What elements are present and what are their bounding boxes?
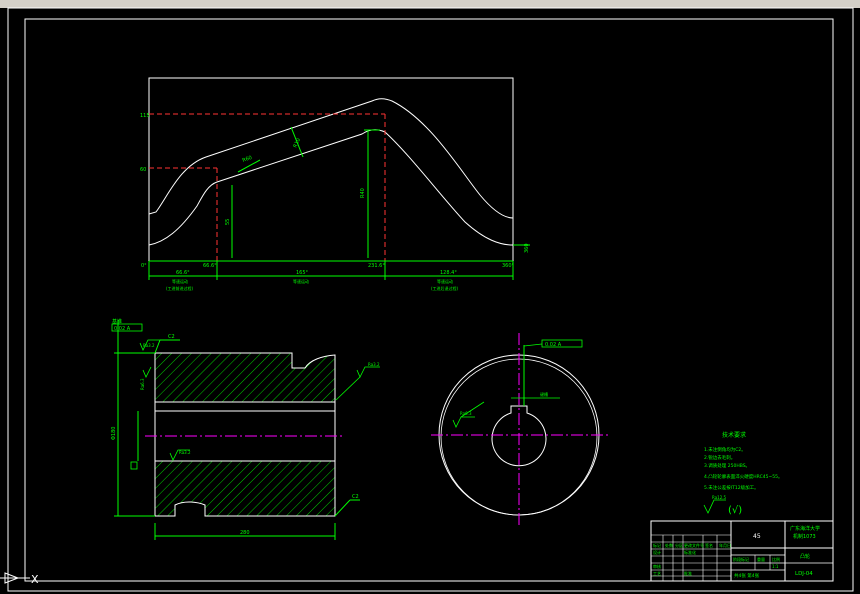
inner-frame bbox=[24, 18, 834, 582]
segment-label-1: 等速运动 bbox=[172, 278, 188, 284]
segment-3: 128.4° bbox=[440, 270, 457, 276]
drawing-no: LDJ-04 bbox=[795, 571, 813, 577]
note-5: 5.未注公差按IT12级加工。 bbox=[704, 484, 759, 491]
lower-body bbox=[154, 460, 336, 517]
segment-2: 165° bbox=[296, 270, 309, 276]
thickness-label: R10 bbox=[292, 137, 302, 148]
end-roughness: Ra6.3 bbox=[460, 411, 472, 416]
svg-text:处数: 处数 bbox=[665, 542, 673, 548]
segment-sub-3: (工进后退过程) bbox=[431, 285, 459, 291]
sheet-info: 共4张 第4张 bbox=[734, 572, 760, 579]
height-dim: Φ180 bbox=[111, 427, 117, 440]
svg-text:年月日: 年月日 bbox=[719, 542, 731, 548]
segment-sub-1: (工进前进过程) bbox=[166, 285, 194, 291]
x-tick-0: 0° bbox=[141, 263, 147, 269]
school: 广东海洋大学 bbox=[790, 525, 820, 532]
segment-label-3: 等速运动 bbox=[437, 278, 453, 284]
x-tick-66: 66.6° bbox=[203, 263, 217, 269]
roughness-symbol-mark bbox=[703, 499, 726, 514]
class: 机制1073 bbox=[793, 533, 816, 540]
outer-frame bbox=[7, 7, 854, 592]
svg-text:标记: 标记 bbox=[653, 542, 661, 548]
x-tick-360: 360° bbox=[502, 263, 515, 269]
segment-label-2: 等速运动 bbox=[293, 278, 309, 284]
svg-text:Ra3.2: Ra3.2 bbox=[368, 362, 380, 367]
end-view: 0.02 A 键槽 Ra6.3 bbox=[431, 333, 609, 528]
note-4: 4.凸轮轮廓表面淬火硬度HRC45~55。 bbox=[704, 473, 782, 480]
profile-lower bbox=[148, 129, 514, 246]
y-tick-60: 60 bbox=[140, 167, 146, 173]
svg-text:比例: 比例 bbox=[772, 556, 780, 562]
profile-upper bbox=[148, 98, 514, 219]
svg-text:重量: 重量 bbox=[757, 556, 765, 562]
lift-left: 55 bbox=[225, 219, 231, 225]
keyway-label: 键槽 bbox=[540, 391, 548, 397]
scale: 1:1 bbox=[772, 564, 779, 569]
svg-text:阶段标记: 阶段标记 bbox=[733, 556, 749, 562]
chart-box bbox=[148, 77, 514, 262]
svg-text:批准: 批准 bbox=[684, 570, 692, 576]
roughness-value: Ra12.5 bbox=[712, 495, 727, 500]
segment-1: 66.6° bbox=[176, 270, 190, 276]
note-3: 3.调质处理 250HBS。 bbox=[704, 462, 750, 469]
note-2: 2.锐边去毛刺。 bbox=[704, 454, 735, 461]
ucs-icon: X bbox=[0, 572, 39, 586]
notes-title: 技术要求 bbox=[722, 431, 746, 439]
cam-chart: 115 60 0° 66.6° 231.6° 360° 66.6° 165° 1… bbox=[140, 77, 530, 291]
bore-with-keyway bbox=[491, 405, 547, 467]
svg-text:分区: 分区 bbox=[675, 542, 683, 548]
length-dim: 280 bbox=[240, 530, 250, 536]
slope-label: R60 bbox=[242, 155, 253, 164]
svg-text:签名: 签名 bbox=[705, 542, 713, 548]
svg-text:更改文件号: 更改文件号 bbox=[684, 542, 704, 548]
window-top-strip bbox=[0, 0, 860, 8]
svg-text:Ra6.3: Ra6.3 bbox=[140, 378, 145, 390]
upper-body bbox=[154, 352, 336, 403]
note-1: 1.未注倒角均为C2。 bbox=[704, 446, 746, 453]
coordinate-x-icon: X bbox=[31, 573, 39, 586]
title-block: 标记 处数 分区 更改文件号 签名 年月日 设计 标准化 审核 工艺 批准 45… bbox=[650, 520, 834, 582]
datum-label: 基准 bbox=[112, 318, 122, 325]
datum-frame-text: 0.02 A bbox=[114, 326, 131, 332]
svg-text:标准化: 标准化 bbox=[684, 549, 696, 555]
end-marker: 360 bbox=[524, 243, 530, 253]
y-tick-115: 115 bbox=[140, 113, 150, 119]
x-tick-231: 231.6° bbox=[368, 263, 385, 269]
svg-text:Ra3.2: Ra3.2 bbox=[143, 343, 155, 348]
part-name: 凸轮 bbox=[800, 553, 810, 560]
svg-text:Ra3.2: Ra3.2 bbox=[179, 450, 191, 455]
svg-text:设计: 设计 bbox=[653, 549, 661, 555]
chamfer-top: C2 bbox=[168, 334, 175, 340]
tech-notes: 技术要求 1.未注倒角均为C2。 2.锐边去毛刺。 3.调质处理 250HBS。… bbox=[703, 431, 782, 516]
section-view: 基准 0.02 A Φ180 280 C2 C2 Ra3.2 Ra3.2 Ra6… bbox=[111, 318, 380, 540]
lift-right: R40 bbox=[360, 188, 366, 198]
end-frame-text: 0.02 A bbox=[545, 342, 562, 348]
chamfer-bottom: C2 bbox=[352, 494, 359, 500]
svg-text:工艺: 工艺 bbox=[653, 571, 661, 576]
svg-text:审核: 审核 bbox=[653, 563, 661, 569]
material: 45 bbox=[753, 533, 761, 540]
roughness-symbol: (√) bbox=[728, 505, 742, 516]
